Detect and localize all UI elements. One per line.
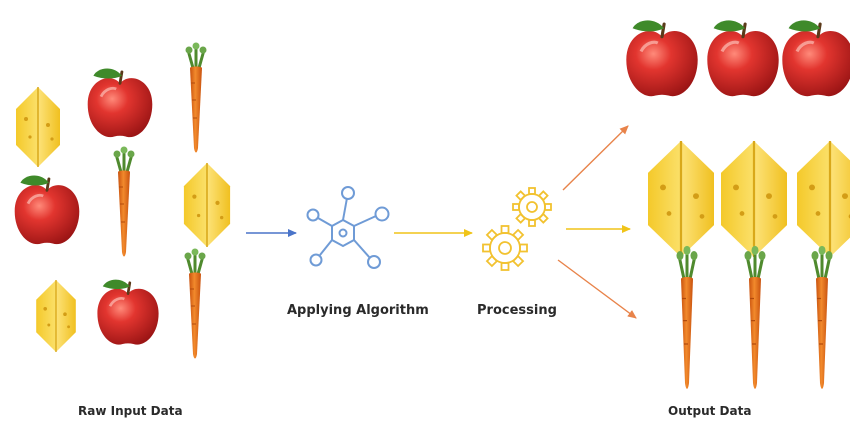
apple-icon <box>86 67 154 139</box>
output-cheese-row <box>646 139 850 259</box>
apple-icon <box>13 174 81 246</box>
output-data-label: Output Data <box>668 404 752 418</box>
apple-icon <box>705 18 781 98</box>
raw-input-label: Raw Input Data <box>78 404 183 418</box>
carrot-icon <box>184 41 208 154</box>
carrot-icon <box>742 243 768 391</box>
network-hub-icon <box>306 186 390 269</box>
output-carrots-row <box>674 243 835 391</box>
cheese-icon <box>795 139 850 259</box>
apple-icon <box>96 278 160 346</box>
carrot-icon <box>809 243 835 391</box>
output-apples-row <box>624 18 850 98</box>
processing-label: Processing <box>477 303 557 318</box>
processing-to-carrots-arrow <box>557 259 637 319</box>
processing-to-apples-arrow <box>562 125 629 191</box>
raw-input-cluster <box>13 41 231 360</box>
apple-icon <box>780 18 850 98</box>
cheese-icon <box>35 279 77 353</box>
carrot-icon <box>183 247 207 360</box>
carrot-icon <box>674 243 700 391</box>
carrot-icon <box>112 145 136 258</box>
cheese-icon <box>719 139 789 259</box>
cheese-icon <box>15 86 61 168</box>
apple-icon <box>624 18 700 98</box>
gears-icon <box>482 187 552 271</box>
cheese-icon <box>646 139 716 259</box>
applying-algorithm-label: Applying Algorithm <box>287 303 429 318</box>
cheese-icon <box>183 162 231 248</box>
